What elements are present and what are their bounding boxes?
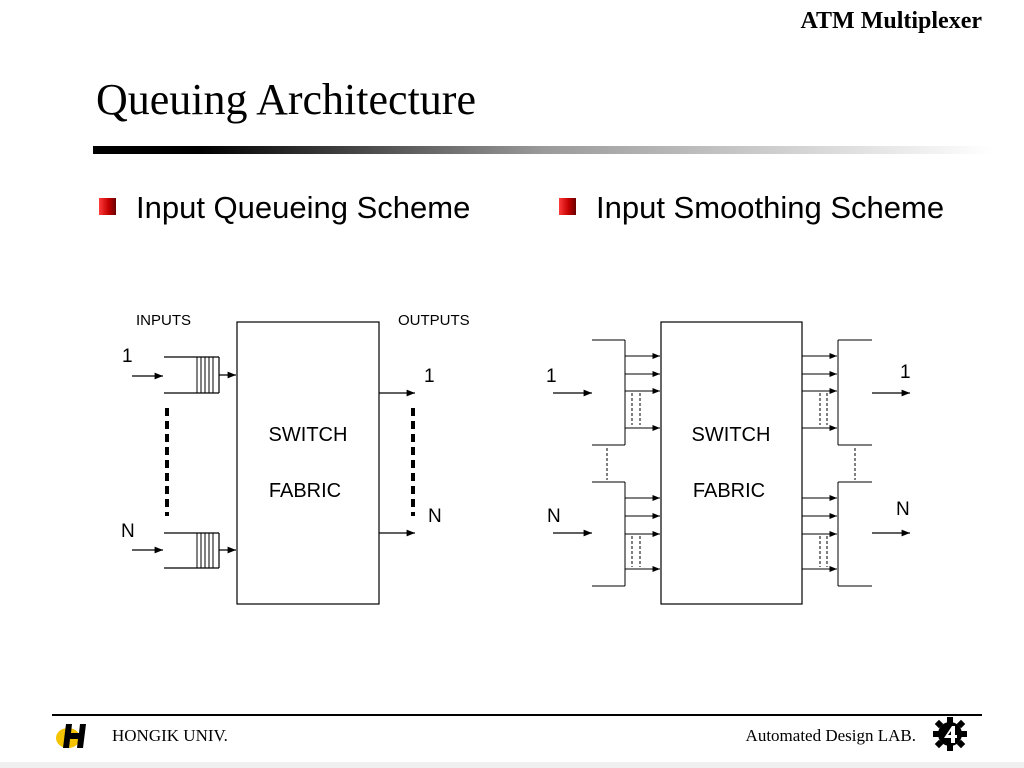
input-1-label: 1 <box>546 366 557 387</box>
hongik-logo-icon <box>54 720 94 755</box>
footer-lab: Automated Design LAB. <box>745 726 916 745</box>
input-queue-buffer <box>164 356 220 394</box>
input-fanout-arrows <box>625 352 660 432</box>
switch-fabric-box <box>236 321 380 605</box>
output-fanin-arrows <box>802 494 837 573</box>
input-smoothing-diagram: SWITCH FABRIC 1 N <box>546 321 911 605</box>
fabric-label: FABRIC <box>269 480 341 502</box>
input-queueing-diagram: INPUTS OUTPUTS SWITCH FABRIC 1 N <box>121 312 470 605</box>
bullet-marker-icon <box>559 198 576 215</box>
output-mux-frame <box>819 339 872 446</box>
output-n-label: N <box>428 506 442 527</box>
output-n-label: N <box>896 499 910 520</box>
input-fanout-arrows <box>625 494 660 573</box>
input-queue-buffer <box>164 532 220 569</box>
gear-logo-icon <box>930 716 970 757</box>
bottom-band <box>0 762 1024 768</box>
input-n-label: N <box>547 506 561 527</box>
header-title: ATM Multiplexer <box>800 8 982 34</box>
switch-label: SWITCH <box>269 424 348 446</box>
bullet-marker-icon <box>99 198 116 215</box>
output-1-label: 1 <box>424 366 435 387</box>
bullet-input-smoothing: Input Smoothing Scheme <box>559 190 944 226</box>
footer-divider <box>52 714 982 716</box>
output-1-label: 1 <box>900 362 911 383</box>
switch-label: SWITCH <box>692 424 771 446</box>
title-divider <box>93 146 993 154</box>
bullet-label: Input Smoothing Scheme <box>596 190 945 225</box>
fabric-label: FABRIC <box>693 480 765 502</box>
output-mux-frame <box>819 481 872 587</box>
slide-title: Queuing Architecture <box>96 75 476 124</box>
switch-fabric-box <box>660 321 803 605</box>
input-1-label: 1 <box>122 346 133 367</box>
bullet-label: Input Queueing Scheme <box>136 190 471 225</box>
inputs-label: INPUTS <box>136 312 191 329</box>
input-n-label: N <box>121 521 135 542</box>
outputs-label: OUTPUTS <box>398 312 470 329</box>
bullet-input-queueing: Input Queueing Scheme <box>99 190 470 226</box>
footer-university: HONGIK UNIV. <box>112 726 228 745</box>
output-fanin-arrows <box>802 352 837 432</box>
